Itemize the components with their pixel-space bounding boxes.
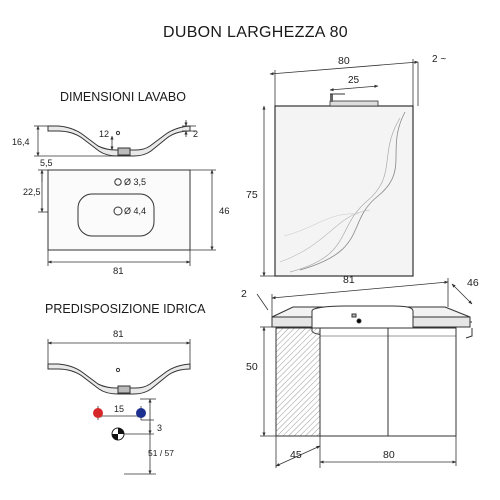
mirror-height-label: 75 (246, 189, 258, 201)
plumbing-height-label: 51 / 57 (148, 448, 174, 458)
cabinet-top-width-label: 81 (343, 274, 355, 286)
cabinet-depth-label: 45 (290, 449, 302, 461)
basin-top-depth-label: 46 (219, 206, 230, 217)
cabinet-top-thickness-label: 2 (241, 288, 247, 300)
vanity-cabinet (271, 305, 473, 437)
cabinet-dimension-lines (256, 278, 473, 468)
mirror-lamp-label: 25 (348, 75, 360, 86)
plumbing-basin-profile (47, 339, 191, 395)
basin-side-profile (47, 125, 191, 157)
basin-top-width-label: 81 (113, 266, 124, 277)
mirror-gap-label: 2 ~ (432, 54, 446, 65)
section-title-basin-dimensions: DIMENSIONI LAVABO (60, 90, 186, 104)
basin-lip-label: 2 (193, 129, 198, 139)
basin-depth-label: 12 (99, 129, 109, 139)
cabinet-top-depth-label: 46 (467, 277, 479, 289)
basin-top-dimension-lines (38, 169, 216, 266)
basin-top-view (47, 169, 191, 251)
basin-large-hole-label: Ø 4,4 (124, 206, 146, 216)
basin-side-dimension-lines (34, 120, 196, 157)
mirror (274, 105, 414, 277)
plumbing-dimension-lines (97, 398, 156, 475)
plumbing-offset-label: 3 (157, 423, 162, 433)
page-title: DUBON LARGHEZZA 80 (163, 24, 349, 41)
drain-outlet-symbol (111, 427, 125, 441)
mirror-lamp (329, 93, 379, 107)
mirror-width-label: 80 (338, 55, 350, 67)
basin-small-hole-label: Ø 3,5 (124, 177, 146, 187)
basin-height-label: 16,4 (12, 137, 30, 147)
cabinet-height-label: 50 (246, 361, 258, 373)
mirror-dimension-lines (260, 59, 419, 277)
section-title-plumbing: PREDISPOSIZIONE IDRICA (45, 302, 206, 316)
cabinet-width-label: 80 (383, 449, 395, 461)
hot-water-inlet (93, 408, 103, 418)
basin-offset-y-label: 22,5 (23, 187, 41, 197)
cold-water-inlet (136, 408, 146, 418)
basin-offset-x-label: 5,5 (40, 158, 53, 168)
plumbing-width-label: 81 (113, 329, 124, 340)
plumbing-spacing-label: 15 (114, 404, 124, 414)
